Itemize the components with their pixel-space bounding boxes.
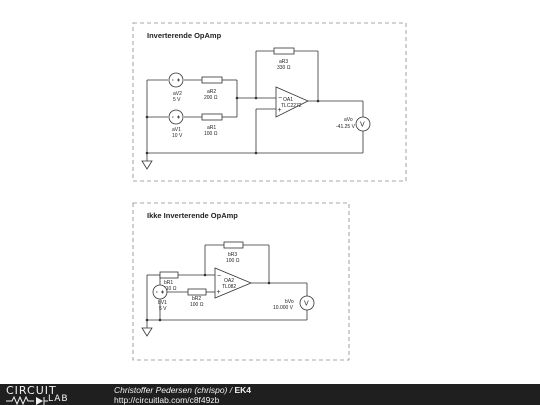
voltage-source-av2[interactable] — [168, 72, 184, 88]
voltage-source-bv1[interactable] — [152, 284, 168, 300]
footer-bar: CIRCUIT LAB Christoffer Pedersen (chrisp… — [0, 384, 540, 405]
circuit-frame — [132, 22, 407, 182]
resistor-ar2[interactable] — [201, 76, 223, 84]
resistor-value: 200 Ω — [204, 95, 218, 101]
opamp-minus-sign: − — [217, 273, 221, 280]
meter-name: aVo — [344, 117, 353, 123]
ground-symbol — [141, 160, 153, 170]
meter-name: bVo — [285, 299, 294, 305]
opamp-name: OA1 — [283, 97, 293, 103]
source-value: 5 V — [159, 306, 167, 312]
opamp-oa2[interactable]: − + — [214, 267, 253, 299]
junctions — [145, 273, 271, 322]
separator: / — [227, 385, 235, 395]
resistor-value: 510 Ω — [163, 286, 177, 292]
wires — [146, 244, 308, 328]
opamp-name: OA2 — [224, 278, 234, 284]
schematic-canvas: Inverterende OpAmp — [132, 22, 407, 361]
wires — [146, 50, 364, 161]
circuit-frame — [132, 202, 350, 361]
circuit-title: Inverterende OpAmp — [147, 31, 222, 40]
resistor-br2[interactable] — [187, 288, 207, 296]
voltage-source-av1[interactable] — [168, 109, 184, 125]
logo-circuit-icon — [6, 396, 48, 405]
circuitlab-logo[interactable]: CIRCUIT LAB — [6, 385, 98, 405]
voltmeter-avo[interactable]: V — [355, 116, 371, 132]
resistor-ar1[interactable] — [201, 113, 223, 121]
opamp-plus-sign: + — [217, 289, 221, 296]
source-name: aV2 — [173, 91, 182, 97]
opamp-minus-sign: − — [278, 95, 282, 102]
resistor-value: 330 Ω — [277, 65, 291, 71]
project-name[interactable]: EK4 — [234, 385, 252, 395]
resistor-br3[interactable] — [223, 241, 244, 249]
resistor-ar3[interactable] — [273, 47, 295, 55]
resistor-name: aR1 — [207, 125, 216, 131]
circuit-title: Ikke Inverterende OpAmp — [147, 211, 238, 220]
resistor-value: 100 Ω — [190, 302, 204, 308]
resistor-name: bR2 — [192, 296, 201, 302]
junctions — [145, 96, 320, 155]
meter-value: 10.000 V — [273, 305, 294, 311]
resistor-br1[interactable] — [159, 271, 179, 279]
opamp-model: TLC2272 — [281, 103, 302, 109]
meter-value: -41.25 V — [336, 124, 356, 130]
inverting-opamp-circuit: Inverterende OpAmp — [132, 22, 407, 182]
opamp-model: TL082 — [222, 284, 236, 290]
source-value: 5 V — [173, 97, 181, 103]
voltmeter-v-glyph: V — [360, 122, 365, 129]
project-url-link[interactable]: http://circuitlab.com/c8f49zb — [114, 395, 220, 405]
logo-text-bottom: LAB — [48, 394, 69, 404]
ground-symbol — [141, 327, 153, 337]
source-name: aV1 — [172, 127, 181, 133]
noninverting-opamp-circuit: Ikke Inverterende OpAmp — [132, 202, 350, 361]
source-name: bV1 — [158, 300, 167, 306]
author-name[interactable]: Christoffer Pedersen (chrispo) — [114, 385, 228, 395]
resistor-name: bR3 — [228, 252, 237, 258]
opamp-plus-sign: + — [278, 107, 282, 114]
resistor-value: 100 Ω — [204, 131, 218, 137]
logo-text-top: CIRCUIT — [6, 384, 57, 397]
voltmeter-bvo[interactable]: V — [299, 295, 315, 311]
footer-credit: Christoffer Pedersen (chrispo) / EK4 — [114, 385, 251, 395]
voltmeter-v-glyph: V — [304, 301, 309, 308]
source-value: 10 V — [172, 133, 183, 139]
resistor-name: bR1 — [164, 280, 173, 286]
resistor-value: 100 Ω — [226, 258, 240, 264]
resistor-name: aR3 — [279, 59, 288, 65]
resistor-name: aR2 — [207, 89, 216, 95]
opamp-oa1[interactable]: − + — [275, 86, 309, 118]
